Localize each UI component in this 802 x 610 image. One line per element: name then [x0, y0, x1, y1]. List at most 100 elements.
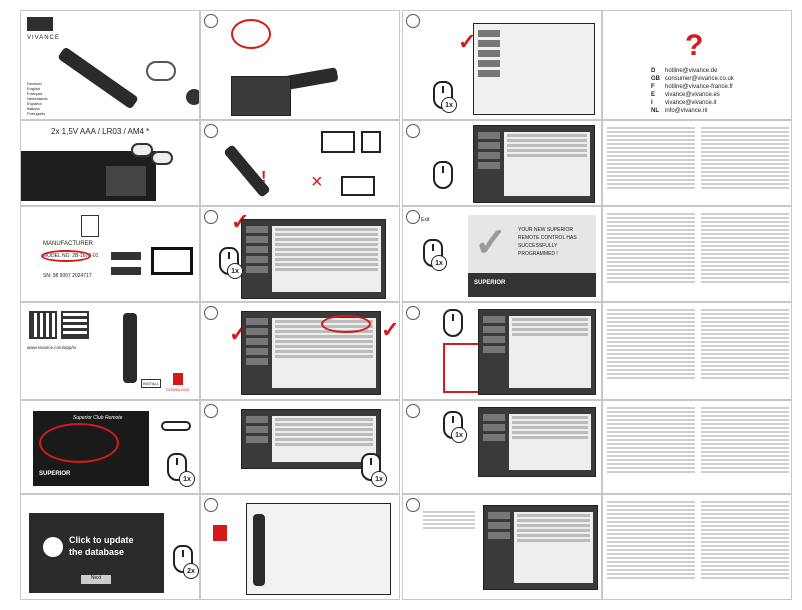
step-select-panel-3: 1x — [200, 400, 400, 494]
step-number-icon — [406, 498, 420, 512]
step5-banner-panel: Superior Club Remote SUPERIOR 1x — [20, 400, 200, 494]
step-number-icon — [204, 498, 218, 512]
contact-code: NL — [651, 108, 659, 114]
contact-email[interactable]: hotline@vivance.de — [665, 68, 718, 74]
step-number-icon — [204, 210, 218, 224]
warning-icon: ! — [261, 169, 267, 186]
checkmark-icon: ✓ — [381, 317, 400, 342]
safety-text — [701, 405, 789, 475]
contact-email[interactable]: hotline@vivance-france.fr — [665, 84, 734, 90]
success-line-2: REMOTE CONTROL HAS — [518, 235, 577, 241]
safety-text — [607, 125, 695, 191]
click-count-badge: 1x — [441, 97, 457, 113]
battery-icon — [131, 143, 153, 157]
update-screen: Click to update the database Next — [29, 513, 164, 593]
battery-label: 2x 1,5V AAA / LR03 / AM4 * — [51, 127, 150, 136]
contact-code: GB — [651, 76, 660, 82]
remote-control-image — [123, 313, 137, 383]
contact-code: D — [651, 68, 656, 74]
step-final-panel — [402, 494, 602, 600]
success-line-1: YOUR NEW SUPERIOR — [518, 227, 574, 233]
banner-title: Superior Club Remote — [73, 415, 123, 421]
step1-batteries-panel: 2x 1,5V AAA / LR03 / AM4 * — [20, 120, 200, 206]
language-item: Português — [27, 111, 46, 116]
contact-email[interactable]: consumer@vivance.co.uk — [665, 76, 734, 82]
player-icon — [111, 267, 141, 275]
download-arrow-icon — [213, 525, 227, 541]
cable-highlight — [231, 19, 271, 49]
banner-logo: SUPERIOR — [39, 471, 71, 477]
software-screenshot — [246, 503, 391, 595]
checkmark-icon: ✓ — [458, 29, 477, 54]
click-count-badge: 1x — [371, 471, 387, 487]
step2-cable-panel — [200, 10, 400, 120]
model-highlight — [41, 250, 91, 262]
step-number-icon — [406, 210, 420, 224]
cover-panel: VIVANCE Deutsch English Français Nederla… — [20, 10, 200, 120]
success-line-4: PROGRAMMED ! — [518, 251, 558, 257]
update-line-1[interactable]: Click to update — [69, 535, 134, 545]
safety-text — [607, 405, 695, 475]
large-checkmark-icon: ✓ — [474, 221, 508, 265]
serial-label: SN: 98 9007 2024717 — [43, 273, 92, 279]
website-label[interactable]: www.vivance.com/app/sr — [27, 345, 77, 350]
language-item: Italiano — [27, 106, 40, 111]
laptop-icon — [321, 131, 355, 153]
battery-cover-image — [106, 166, 146, 196]
click-count-badge: 1x — [179, 471, 195, 487]
step-load-panel-1: ✓ 1x — [402, 10, 602, 120]
software-screenshot — [473, 23, 595, 115]
contact-email[interactable]: vivance@vivance.it — [665, 100, 717, 106]
step-number-icon — [204, 404, 218, 418]
safety-text-panel-5 — [602, 494, 792, 600]
safety-text-panel-2 — [602, 206, 792, 302]
click-count-badge: 2x — [183, 563, 199, 579]
cross-icon: × — [311, 171, 323, 193]
pc-icon — [361, 131, 381, 153]
exit-label[interactable]: Exit — [421, 217, 430, 223]
contact-email[interactable]: vivance@vivance.es — [665, 92, 720, 98]
safety-text — [701, 211, 789, 285]
contact-code: I — [651, 100, 653, 106]
software-screenshot — [241, 219, 386, 299]
step6-update-panel: Click to update the database Next 2x — [20, 494, 200, 600]
contact-row: GB consumer@vivance.co.uk — [651, 75, 734, 83]
step-number-icon — [406, 404, 420, 418]
language-item: English — [27, 86, 41, 91]
safety-text-panel-1 — [602, 120, 792, 206]
step-select-panel-2: ✓ ✓ — [200, 302, 400, 400]
contact-row: NL info@vivance.nl — [651, 107, 734, 115]
step3-manufacturer-panel: MANUFACTURER MODEL NO. 2B-1678-01 SN: 98… — [20, 206, 200, 302]
step-select-panel-1: ✓ 1x — [200, 206, 400, 302]
safety-text — [607, 307, 695, 381]
banner-image: Superior Club Remote SUPERIOR — [33, 411, 149, 486]
contact-email[interactable]: info@vivance.nl — [665, 108, 708, 114]
instruction-text — [423, 509, 475, 531]
step2-connect-panel: ! × — [200, 120, 400, 206]
device-menu — [443, 343, 483, 393]
language-list: Deutsch English Français Nederlands Espa… — [27, 81, 87, 116]
contact-code: E — [651, 92, 656, 98]
usb-cable-image — [146, 61, 176, 81]
software-screenshot — [473, 125, 595, 203]
update-line-2[interactable]: the database — [69, 547, 125, 557]
success-screen: ✓ YOUR NEW SUPERIOR REMOTE CONTROL HAS S… — [468, 215, 596, 297]
glasses-icon — [161, 421, 191, 431]
qr-code-icon — [61, 311, 89, 339]
next-button[interactable]: Next — [81, 575, 111, 584]
click-count-badge: 1x — [451, 427, 467, 443]
language-item: Deutsch — [27, 81, 42, 86]
tv-icon — [151, 247, 193, 275]
step-load-panel-2 — [402, 120, 602, 206]
step-number-icon — [406, 306, 420, 320]
receiver-icon — [111, 252, 141, 260]
brand-logo: VIVANCE — [27, 35, 60, 41]
step-number-icon — [406, 124, 420, 138]
step-number-icon — [204, 124, 218, 138]
safety-text — [607, 211, 695, 285]
refresh-icon — [43, 537, 63, 557]
